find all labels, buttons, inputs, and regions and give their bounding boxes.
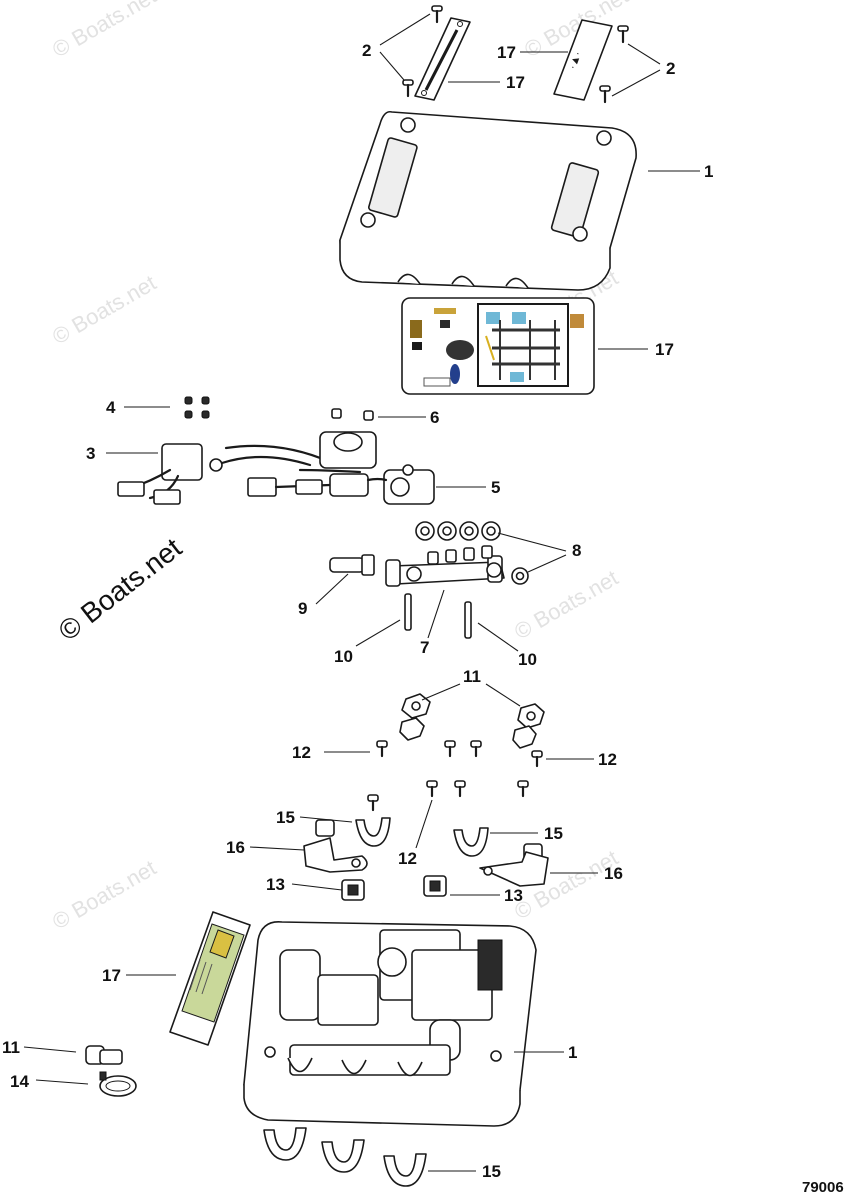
callout-label: 9 bbox=[298, 599, 307, 618]
callout-label: 15 bbox=[544, 824, 563, 843]
screw-icon bbox=[367, 740, 543, 812]
callout-label: 2 bbox=[362, 41, 371, 60]
callout-label: 11 bbox=[2, 1038, 20, 1057]
figure-number: 79006 bbox=[802, 1179, 844, 1196]
callout-label: 12 bbox=[398, 849, 417, 868]
callout-label: 4 bbox=[106, 398, 116, 417]
callout-label: 8 bbox=[572, 541, 581, 560]
svg-text:·▲·: ·▲· bbox=[567, 50, 585, 71]
callout-label: 10 bbox=[334, 647, 353, 666]
callout-label: 6 bbox=[430, 408, 439, 427]
fasteners-icon bbox=[367, 693, 545, 812]
callout-label: 2 bbox=[666, 59, 675, 78]
cable-tie-icon bbox=[99, 1071, 137, 1097]
callout-label: 17 bbox=[102, 966, 121, 985]
callout-label: 17 bbox=[497, 43, 516, 62]
screw-icon bbox=[431, 5, 443, 24]
callout-label: 7 bbox=[420, 638, 429, 657]
top-cover-icon bbox=[339, 110, 637, 291]
bottom-clips-icon bbox=[263, 1127, 427, 1187]
screw-icon bbox=[402, 79, 414, 98]
base-housing-icon bbox=[243, 921, 537, 1127]
wiring-decal-icon bbox=[401, 297, 595, 395]
callout-label: 10 bbox=[518, 650, 537, 669]
callout-label: 16 bbox=[226, 838, 245, 857]
leader-lines bbox=[23, 13, 700, 1172]
warning-decal-icon bbox=[169, 911, 251, 1046]
callout-label: 17 bbox=[506, 73, 525, 92]
callout-label: 12 bbox=[292, 743, 311, 762]
clips-and-brackets-icon bbox=[303, 817, 549, 901]
callout-label: 12 bbox=[598, 750, 617, 769]
callout-label: 1 bbox=[568, 1043, 577, 1062]
screw-icon bbox=[184, 396, 210, 419]
watermark-large: © Boats.net bbox=[53, 532, 188, 647]
callout-label: 15 bbox=[276, 808, 295, 827]
block-icon bbox=[341, 875, 447, 901]
screw-icon bbox=[617, 25, 629, 44]
elbow-fitting-icon bbox=[85, 1045, 123, 1065]
callout-label: 15 bbox=[482, 1162, 501, 1181]
nut-icon bbox=[415, 521, 529, 585]
clip-icon bbox=[355, 817, 489, 857]
watermark: © Boats.net bbox=[48, 855, 160, 934]
screw-icon bbox=[331, 408, 374, 421]
watermark: © Boats.net bbox=[48, 0, 160, 62]
callout-label: 13 bbox=[504, 886, 523, 905]
callout-labels: 2 17 17 2 1 17 4 6 3 5 8 9 10 7 10 11 12… bbox=[2, 41, 713, 1181]
decal-strip-icon bbox=[414, 17, 471, 101]
callout-label: 5 bbox=[491, 478, 500, 497]
screw-icon bbox=[599, 85, 611, 104]
callout-label: 3 bbox=[86, 444, 95, 463]
top-screws-and-decals: ·▲· bbox=[402, 5, 629, 104]
decal-label-icon: ·▲· bbox=[553, 19, 613, 101]
callout-label: 17 bbox=[655, 340, 674, 359]
watermark: © Boats.net bbox=[48, 270, 160, 349]
bracket-icon bbox=[303, 819, 549, 887]
callout-label: 11 bbox=[463, 667, 481, 686]
callout-label: 13 bbox=[266, 875, 285, 894]
callout-label: 16 bbox=[604, 864, 623, 883]
bus-bar-assembly-icon bbox=[329, 521, 529, 639]
callout-label: 14 bbox=[10, 1072, 29, 1091]
callout-label: 1 bbox=[704, 162, 713, 181]
nut-icon bbox=[399, 693, 545, 749]
wire-harness-icon bbox=[117, 396, 435, 505]
